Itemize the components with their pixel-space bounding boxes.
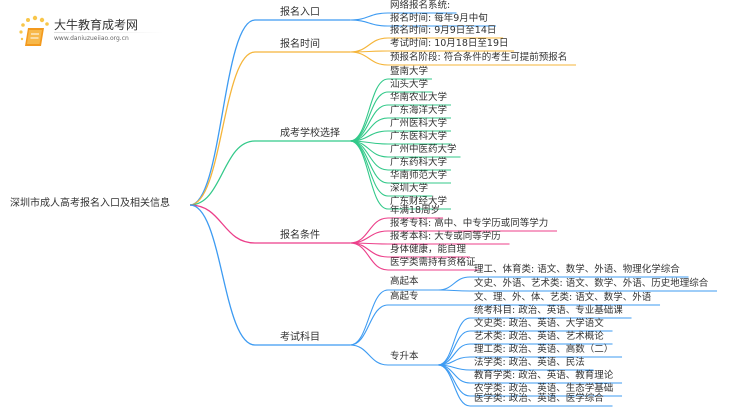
leaf-connector	[349, 242, 389, 271]
leaf-connector	[349, 140, 389, 210]
leaf-connector	[437, 317, 471, 366]
leaf-node[interactable]: 广州医科大学	[390, 118, 448, 129]
branch-connector	[189, 51, 256, 206]
leaf-node[interactable]: 艺术类: 政治、英语、艺术概论	[474, 331, 604, 342]
sub-branch-connector	[349, 304, 389, 346]
leaf-connector	[349, 117, 389, 142]
leaf-connector	[349, 51, 389, 66]
book-icon	[19, 15, 49, 46]
branch-node[interactable]: 报名入口	[280, 7, 320, 18]
leaf-node[interactable]: 报考本科: 大专或同等学历	[390, 231, 501, 242]
leaf-connector	[349, 140, 389, 171]
leaf-node[interactable]: 考试时间: 10月18日至19日	[390, 38, 509, 49]
leaf-node[interactable]: 教育学类: 政治、英语、教育理论	[474, 370, 614, 381]
leaf-node[interactable]: 年满18周岁	[390, 205, 441, 216]
branch-node[interactable]: 考试科目	[280, 332, 320, 343]
leaf-node[interactable]: 预报名阶段: 符合条件的考生可提前预报名	[390, 52, 568, 63]
leaf-node[interactable]: 华南师范大学	[390, 170, 448, 181]
branch-connector	[189, 204, 256, 244]
leaf-node[interactable]: 理工、体育类: 语文、数学、外语、物理化学综合	[474, 264, 680, 275]
leaf-connector	[437, 364, 471, 407]
leaf-node[interactable]: 报名时间: 每年9月中旬	[390, 13, 488, 24]
leaf-node[interactable]: 身体健康，能自理	[390, 244, 467, 255]
sub-branch-node[interactable]: 高起专	[390, 291, 419, 302]
leaf-node[interactable]: 广东财经大学	[390, 196, 448, 207]
leaf-node[interactable]: 法学类: 政治、英语、民法	[474, 357, 585, 368]
branch-connector	[189, 140, 256, 206]
leaf-node[interactable]: 文、理、外、体、艺类: 语文、数学、外语	[474, 292, 652, 303]
logo: 大牛教育成考网 www.daniuzueiiao.org.cn	[18, 14, 188, 50]
leaf-connector	[437, 330, 471, 366]
leaf-node[interactable]: 暨南大学	[390, 66, 429, 77]
leaf-node[interactable]: 汕头大学	[390, 79, 429, 90]
leaf-node[interactable]: 广东医科大学	[390, 131, 448, 142]
sub-branch-connector	[349, 289, 389, 346]
leaf-node[interactable]: 网络报名系统:	[390, 0, 451, 11]
leaf-node[interactable]: 医学类需持有资格证	[390, 257, 476, 268]
logo-url: www.daniuzueiiao.org.cn	[54, 35, 129, 42]
leaf-node[interactable]: 医学类: 政治、英语、医学综合	[474, 393, 604, 404]
leaf-connector	[349, 242, 389, 258]
leaf-node[interactable]: 报考专科: 高中、中专学历或同等学力	[390, 218, 549, 229]
leaf-connector	[437, 276, 471, 291]
leaf-connector	[349, 37, 389, 53]
leaf-node[interactable]: 文史类: 政治、英语、大学语文	[474, 318, 604, 329]
logo-divider	[54, 32, 164, 33]
sub-branch-connector	[349, 344, 389, 366]
leaf-connector	[349, 217, 389, 244]
leaf-node[interactable]: 广东海洋大学	[390, 105, 448, 116]
leaf-connector	[349, 91, 389, 142]
leaf-node[interactable]: 文史、外语、艺术类: 语文、数学、外语、历史地理综合	[474, 278, 709, 289]
leaf-node[interactable]: 广东药科大学	[390, 157, 448, 168]
leaf-connector	[437, 289, 471, 292]
sub-branch-node[interactable]: 专升本	[390, 351, 419, 362]
sub-branch-node[interactable]: 高起本	[390, 276, 419, 287]
branch-node[interactable]: 报名时间	[280, 39, 320, 50]
leaf-node[interactable]: 报名时间: 9月9日至14日	[390, 25, 497, 36]
branch-connector	[189, 204, 256, 346]
leaf-node[interactable]: 农学类: 政治、英语、生态学基础	[474, 383, 614, 394]
leaf-node[interactable]: 理工类: 政治、英语、高数（二）	[474, 344, 614, 355]
leaf-node[interactable]: 深圳大学	[390, 183, 429, 194]
leaf-connector	[349, 12, 389, 21]
leaf-connector	[349, 230, 389, 244]
leaf-node[interactable]: 华南农业大学	[390, 92, 448, 103]
logo-title: 大牛教育成考网	[54, 18, 139, 32]
branch-node[interactable]: 成考学校选择	[280, 128, 340, 139]
leaf-node[interactable]: 统考科目: 政治、英语、专业基础课	[474, 305, 623, 316]
branch-connector	[189, 19, 256, 206]
leaf-node[interactable]: 广州中医药大学	[390, 144, 457, 155]
leaf-connector	[349, 19, 389, 27]
root-node[interactable]: 深圳市成人高考报名入口及相关信息	[10, 198, 170, 209]
branch-node[interactable]: 报名条件	[280, 230, 320, 241]
